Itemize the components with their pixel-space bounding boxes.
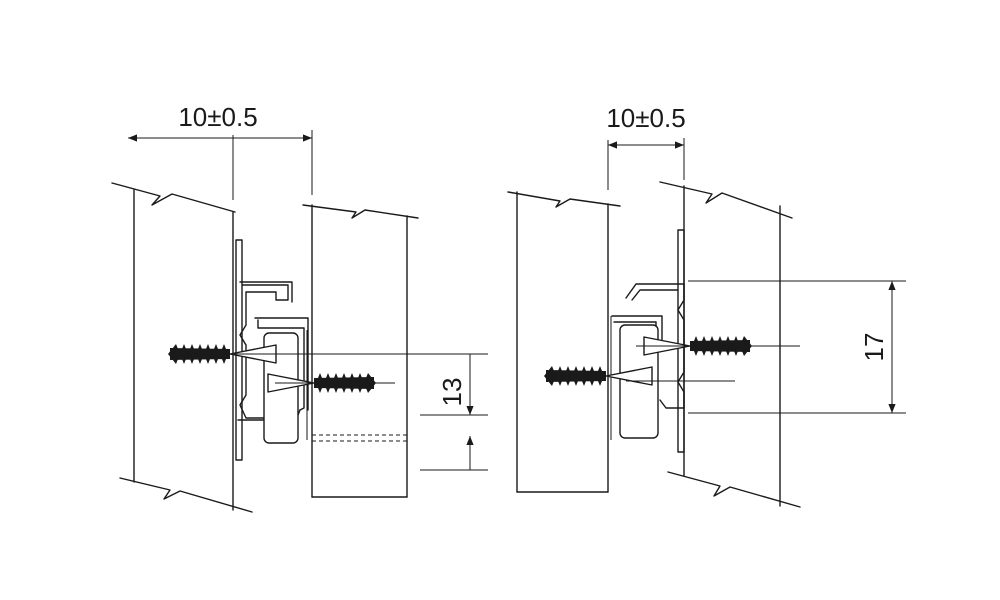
right-height-dimension: 17 [688, 280, 906, 414]
right-height-dimension-label: 17 [859, 333, 889, 362]
left-cabinet-panel [111, 182, 253, 513]
right-drawer-panel [507, 191, 621, 493]
left-height-dimension-label: 13 [437, 378, 467, 407]
left-gap-dimension: 10±0.5 [128, 102, 313, 200]
left-drawer-panel [302, 204, 419, 498]
right-view: 10±0.5 17 [507, 103, 906, 508]
right-gap-dimension: 10±0.5 [606, 103, 686, 190]
left-view: 10±0.5 13 [111, 102, 488, 513]
right-gap-dimension-label: 10±0.5 [606, 103, 685, 133]
left-height-dimension: 13 [420, 354, 488, 471]
left-gap-dimension-label: 10±0.5 [178, 102, 257, 132]
